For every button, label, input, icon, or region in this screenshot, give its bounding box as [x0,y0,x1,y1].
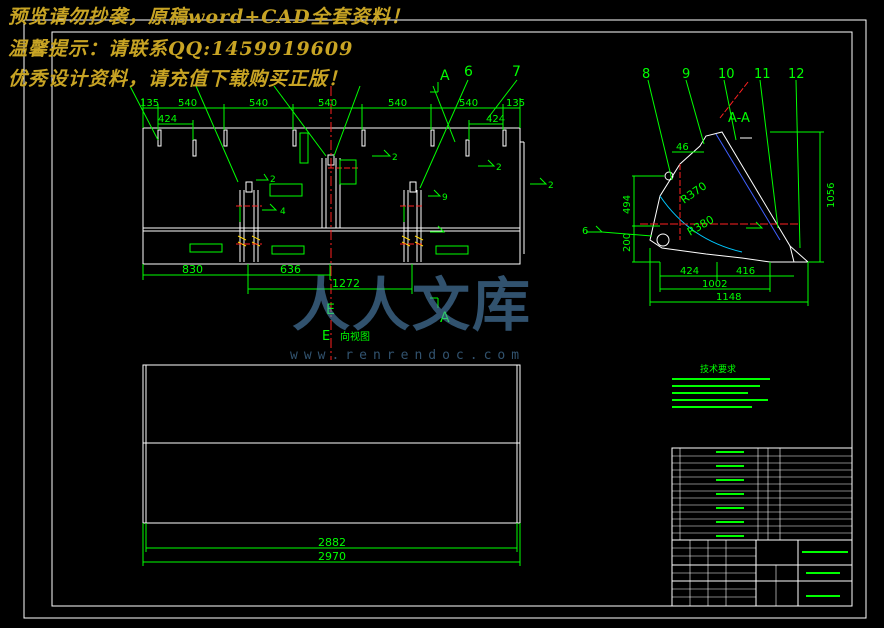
front-view: 135 540 540 540 540 540 135 424 424 A 6 … [129,64,554,360]
section-a-bottom: A [440,310,450,326]
inner-frame [51,31,853,607]
svg-text:4: 4 [280,207,286,217]
callout-12: 12 [788,67,805,82]
top-body [142,364,521,524]
tech-title: 技术要求 [700,363,736,375]
top-view-title: 向视图 [340,330,370,343]
dim-416: 416 [736,266,755,277]
section-markers [430,82,439,308]
svg-text:2: 2 [270,175,276,185]
callout-6: 6 [464,64,473,80]
brand-site: www.renrendoc.com [290,348,526,363]
front-dims-bottom [142,264,413,294]
dim-2970: 2970 [318,550,346,563]
callout-7: 7 [512,64,521,80]
callout-11: 11 [754,67,771,82]
dim-top-1: 135 [140,98,159,109]
dim-636: 636 [280,263,301,276]
svg-text:2: 2 [496,163,502,173]
callout-9: 9 [682,67,690,82]
dim-top-7: 135 [506,98,525,109]
dim-424-section: 424 [680,266,699,277]
dim-1272: 1272 [332,277,360,290]
dim-424-right: 424 [486,114,505,125]
dim-top-4: 540 [318,98,337,109]
watermark-line-1: 预览请勿抄袭，原稿word+CAD全套资料！ [8,6,411,28]
dim-top-2: 540 [178,98,197,109]
tech-notes: 技术要求 [672,363,770,408]
dim-top-5: 540 [388,98,407,109]
top-view-letter: E [322,329,330,344]
title-block [671,447,853,607]
dim-2882: 2882 [318,536,346,549]
dim-1148: 1148 [716,292,741,303]
svg-text:9: 9 [442,193,448,203]
callout-10: 10 [718,67,735,82]
section-weld: 6 [582,226,588,237]
brand-logo: 人人文库 [292,271,533,339]
svg-text:2: 2 [392,153,398,163]
dim-top-3: 540 [249,98,268,109]
callout-a: A [440,68,450,84]
front-dims-top [129,79,521,189]
top-dims [142,523,521,566]
section-title: A-A [728,111,750,126]
dim-494: 494 [622,195,633,214]
view-e-label: E [326,302,335,318]
dim-1056: 1056 [826,183,837,208]
section-view: A-A 8 9 10 11 12 46 494 200 424 416 1002… [582,67,837,306]
dim-1002: 1002 [702,279,727,290]
watermark-line-3: 优秀设计资料，请充值下载购买正版！ [8,68,349,90]
teeth-slots [157,129,507,157]
watermark-line-2: 温馨提示：请联系QQ:1459919609 [8,38,354,60]
ribs [239,158,422,262]
svg-text:2: 2 [548,181,554,191]
dim-top-6: 540 [459,98,478,109]
weld-marks [237,206,424,247]
bucket-outline [649,131,795,263]
dim-830: 830 [182,263,203,276]
dim-200: 200 [622,233,633,252]
section-dims [586,79,824,306]
dim-46: 46 [676,142,689,153]
top-view: 2882 2970 E 向视图 [142,329,521,566]
front-weld-symbols [256,149,548,233]
outer-frame [23,19,867,619]
dim-424-left: 424 [158,114,177,125]
radius-r370: R370 [678,179,709,206]
callout-8: 8 [642,67,650,82]
